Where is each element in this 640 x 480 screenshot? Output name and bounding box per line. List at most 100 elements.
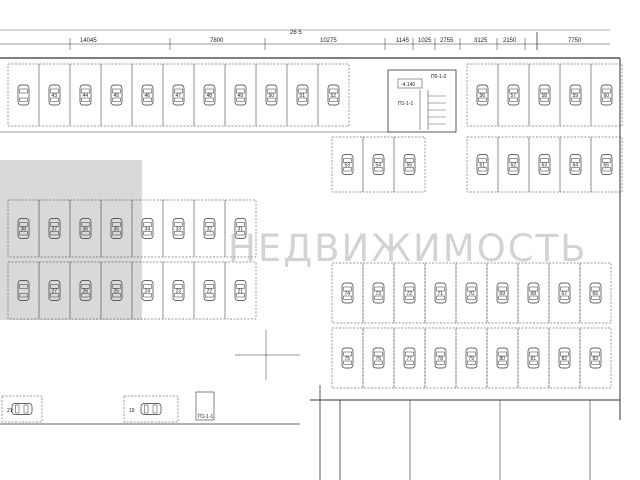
tag-b: П0-1-2 — [431, 74, 446, 80]
parking-spot: 26 — [69, 261, 102, 320]
parking-spot: 62 — [497, 136, 530, 193]
spot-outline — [579, 262, 612, 324]
spot-number: 55 — [407, 163, 413, 169]
parking-spot: 53 — [331, 136, 364, 193]
spot-number: 62 — [511, 163, 517, 169]
parking-spot-small: 21 — [1, 395, 43, 423]
spot-outline — [317, 63, 350, 127]
parking-spot: 72 — [393, 262, 426, 324]
spot-number: 60 — [604, 93, 610, 99]
spot-outline — [123, 395, 179, 423]
spot-number: 22 — [207, 289, 213, 295]
parking-spot: 23 — [162, 261, 195, 320]
spot-outline — [224, 261, 257, 320]
spot-number: 31 — [238, 227, 244, 233]
spot-number: 54 — [376, 163, 382, 169]
spot-number: 78 — [438, 356, 444, 362]
spot-outline — [224, 63, 257, 127]
spot-number: 49 — [238, 93, 244, 99]
parking-spot: 66 — [579, 262, 612, 324]
spot-outline — [193, 63, 226, 127]
spot-outline — [466, 63, 499, 127]
spot-outline — [1, 395, 43, 423]
spot-outline — [528, 63, 561, 127]
spot-number: 38 — [21, 227, 27, 233]
spot-outline — [162, 63, 195, 127]
spot-number: 81 — [531, 356, 537, 362]
parking-spot: 46 — [131, 63, 164, 127]
level-mark: -4.140 — [401, 82, 415, 88]
parking-spot: 48 — [193, 63, 226, 127]
spot-number: 43 — [52, 93, 58, 99]
dim-4: 1145 — [396, 38, 410, 44]
spot-number: 76 — [376, 356, 382, 362]
parking-spot: 56 — [466, 63, 499, 127]
parking-spot: 58 — [528, 63, 561, 127]
spot-outline — [38, 63, 71, 127]
parking-spot: 55 — [393, 136, 426, 193]
spot-outline — [69, 63, 102, 127]
spot-number: 37 — [52, 227, 58, 233]
parking-spot: 57 — [497, 63, 530, 127]
parking-spot: 25 — [100, 261, 133, 320]
parking-spot: 24 — [131, 261, 164, 320]
parking-spot: 73 — [362, 262, 395, 324]
parking-spot: 27 — [38, 261, 71, 320]
parking-spot: 74 — [331, 262, 364, 324]
parking-spot: 43 — [38, 63, 71, 127]
spot-outline — [497, 136, 530, 193]
parking-spot: 76 — [362, 327, 395, 389]
spot-number: 53 — [345, 163, 351, 169]
parking-spot: 65 — [590, 136, 623, 193]
spot-outline — [100, 63, 133, 127]
parking-spot: 35 — [100, 199, 133, 258]
dim-2: 7800 — [210, 38, 224, 44]
parking-spot: 61 — [466, 136, 499, 193]
tag-a: П1-1-1 — [398, 101, 413, 107]
spot-number: 35 — [114, 227, 120, 233]
parking-spot: 59 — [559, 63, 592, 127]
spot-number: 82 — [562, 356, 568, 362]
parking-spot: 54 — [362, 136, 395, 193]
spot-outline — [331, 136, 364, 193]
spot-number: 48 — [207, 93, 213, 99]
tag-c: П1-1-1 — [198, 414, 213, 420]
parking-spot: 36 — [69, 199, 102, 258]
spot-number: 23 — [176, 289, 182, 295]
spot-number: 36 — [83, 227, 89, 233]
spot-outline — [528, 136, 561, 193]
spot-number: 71 — [438, 291, 444, 297]
spot-number: 24 — [145, 289, 151, 295]
spot-number: 69 — [500, 291, 506, 297]
spot-outline — [579, 327, 612, 389]
spot-outline — [7, 261, 40, 320]
dim-6: 2755 — [440, 38, 454, 44]
spot-outline — [131, 63, 164, 127]
spot-number: 77 — [407, 356, 413, 362]
spot-outline — [362, 136, 395, 193]
parking-spot: 63 — [528, 136, 561, 193]
parking-spot: 32 — [193, 199, 226, 258]
dim-1: 14045 — [80, 38, 97, 44]
spot-number: 19 — [129, 408, 135, 414]
spot-number: 59 — [573, 93, 579, 99]
spot-outline — [590, 63, 623, 127]
spot-number: 27 — [52, 289, 58, 295]
spot-number: 50 — [269, 93, 275, 99]
spot-number: 33 — [176, 227, 182, 233]
parking-spot: 52 — [317, 63, 350, 127]
dim-9: 7750 — [568, 38, 582, 44]
spot-number: 58 — [542, 93, 548, 99]
parking-spot: 49 — [224, 63, 257, 127]
spot-number: 52 — [331, 93, 337, 99]
spot-outline — [393, 136, 426, 193]
parking-spot: 47 — [162, 63, 195, 127]
dim-8: 2150 — [503, 38, 517, 44]
parking-spot: 80 — [486, 327, 519, 389]
spot-number: 57 — [511, 93, 517, 99]
spot-number: 21 — [7, 408, 13, 414]
parking-spot: 50 — [255, 63, 288, 127]
spot-outline — [497, 63, 530, 127]
